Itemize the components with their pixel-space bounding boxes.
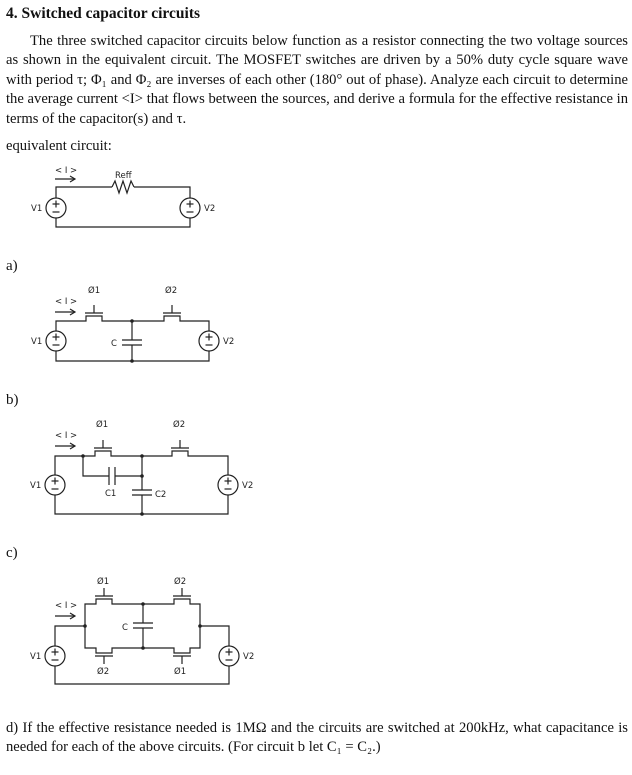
current-arrow-icon (54, 308, 76, 316)
v1-source-icon (44, 474, 66, 496)
phi1-bottom-label: Ø1 (174, 666, 186, 677)
v1-label: V1 (30, 652, 41, 662)
equivalent-circuit-label: equivalent circuit: (6, 138, 112, 154)
current-label: < I > (55, 166, 77, 176)
c2-label: C2 (155, 490, 166, 500)
v1-label: V1 (31, 204, 42, 214)
phi2-label: Ø2 (174, 576, 186, 587)
v2-label: V2 (242, 481, 253, 491)
phi2-bottom-label: Ø2 (97, 666, 109, 677)
current-arrow-icon (54, 175, 76, 183)
mosfet-phi2-icon (159, 304, 185, 322)
mosfet-bottom-phi2-icon (91, 647, 117, 665)
problem-intro: The three switched capacitor circuits be… (6, 33, 628, 127)
v2-source-icon (218, 645, 240, 667)
part-c-label: c) (6, 545, 18, 561)
v2-source-icon (217, 474, 239, 496)
c1-label: C1 (105, 489, 116, 499)
v1-source-icon (45, 330, 67, 352)
part-d-question: d) If the effective resistance needed is… (6, 720, 628, 756)
part-a-label: a) (6, 258, 18, 274)
v1-label: V1 (31, 337, 42, 347)
v2-source-icon (198, 330, 220, 352)
v1-label: V1 (30, 481, 41, 491)
equivalent-circuit: < I > Reff V1 V2 (31, 166, 215, 228)
phi1-label: Ø1 (97, 576, 109, 587)
mosfet-phi2-icon (167, 439, 193, 457)
current-label: < I > (55, 601, 77, 611)
reff-label: Reff (115, 171, 133, 181)
v2-label: V2 (223, 337, 234, 347)
c-label: C (122, 623, 128, 633)
circuit-b: < I > Ø1 Ø2 C1 C2 V1 V2 (30, 419, 253, 516)
v1-source-icon (44, 645, 66, 667)
v2-source-icon (179, 197, 201, 219)
v2-label: V2 (204, 204, 215, 214)
circuit-c: < I > Ø1 Ø2 Ø2 Ø1 C V1 V2 (30, 576, 254, 685)
mosfet-phi1-icon (90, 439, 116, 457)
phi1-label: Ø1 (96, 419, 108, 430)
section-heading: 4. Switched capacitor circuits (6, 5, 201, 22)
phi2-label: Ø2 (173, 419, 185, 430)
current-arrow-icon (54, 442, 76, 450)
mosfet-bottom-phi1-icon (169, 647, 195, 665)
current-arrow-icon (54, 612, 76, 620)
v1-source-icon (45, 197, 67, 219)
phi1-label: Ø1 (88, 285, 100, 296)
mosfet-top-phi2-icon (169, 587, 195, 605)
mosfet-top-phi1-icon (91, 587, 117, 605)
c-label: C (111, 339, 117, 349)
current-label: < I > (55, 431, 77, 441)
v2-label: V2 (243, 652, 254, 662)
current-label: < I > (55, 297, 77, 307)
mosfet-phi1-icon (81, 304, 107, 322)
phi2-label: Ø2 (165, 285, 177, 296)
circuit-a: < I > Ø1 Ø2 C V1 V2 (31, 285, 234, 363)
part-b-label: b) (6, 392, 19, 408)
